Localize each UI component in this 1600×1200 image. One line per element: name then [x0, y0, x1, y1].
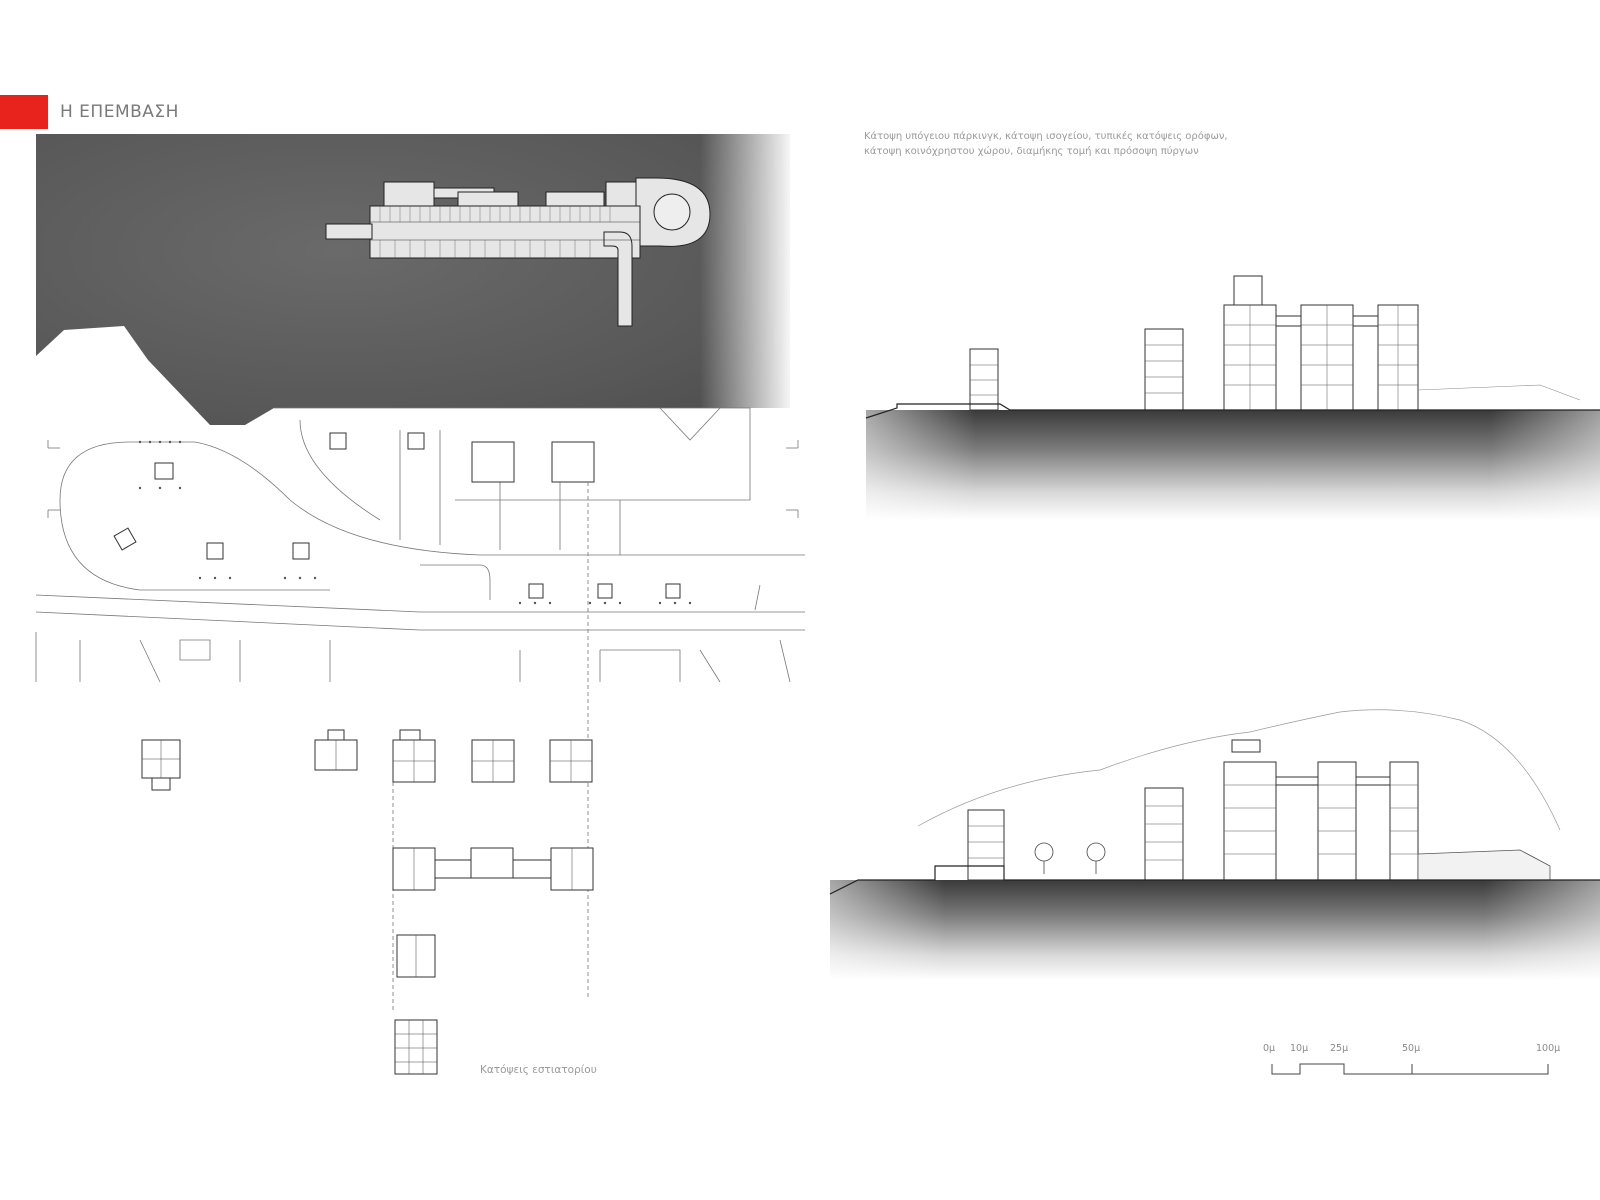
- longitudinal-section: [865, 275, 1600, 520]
- scale-label-100: 100μ: [1536, 1043, 1561, 1054]
- tower-elevation: [829, 709, 1600, 980]
- scale-label-10: 10μ: [1290, 1043, 1309, 1054]
- drawings-caption: Κάτοψη υπόγειου πάρκινγκ, κάτοψη ισογείο…: [864, 129, 1284, 159]
- scale-bar-graphic: [1271, 1063, 1549, 1075]
- column-dots: [138, 440, 692, 605]
- ground-floor-buildings: [113, 432, 681, 599]
- scale-label-25: 25μ: [1330, 1043, 1349, 1054]
- typical-floor-plans: [141, 729, 594, 1075]
- caption-line-1: Κάτοψη υπόγειου πάρκινγκ, κάτοψη ισογείο…: [864, 131, 1228, 142]
- floor-plan-hatching: [142, 740, 592, 1074]
- ground-floor-plan: [35, 407, 805, 683]
- scale-label-50: 50μ: [1402, 1043, 1421, 1054]
- scale-label-0: 0μ: [1263, 1043, 1276, 1054]
- caption-line-2: κάτοψη κοινόχρηστου χώρου, διαμήκης τομή…: [864, 146, 1199, 157]
- restaurant-plans-caption: Κατόψεις εστιατορίου: [480, 1064, 597, 1076]
- page-title: Η ΕΠΕΜΒΑΣΗ: [60, 102, 179, 122]
- red-accent-tab: [0, 95, 48, 129]
- parking-plan: [36, 134, 795, 425]
